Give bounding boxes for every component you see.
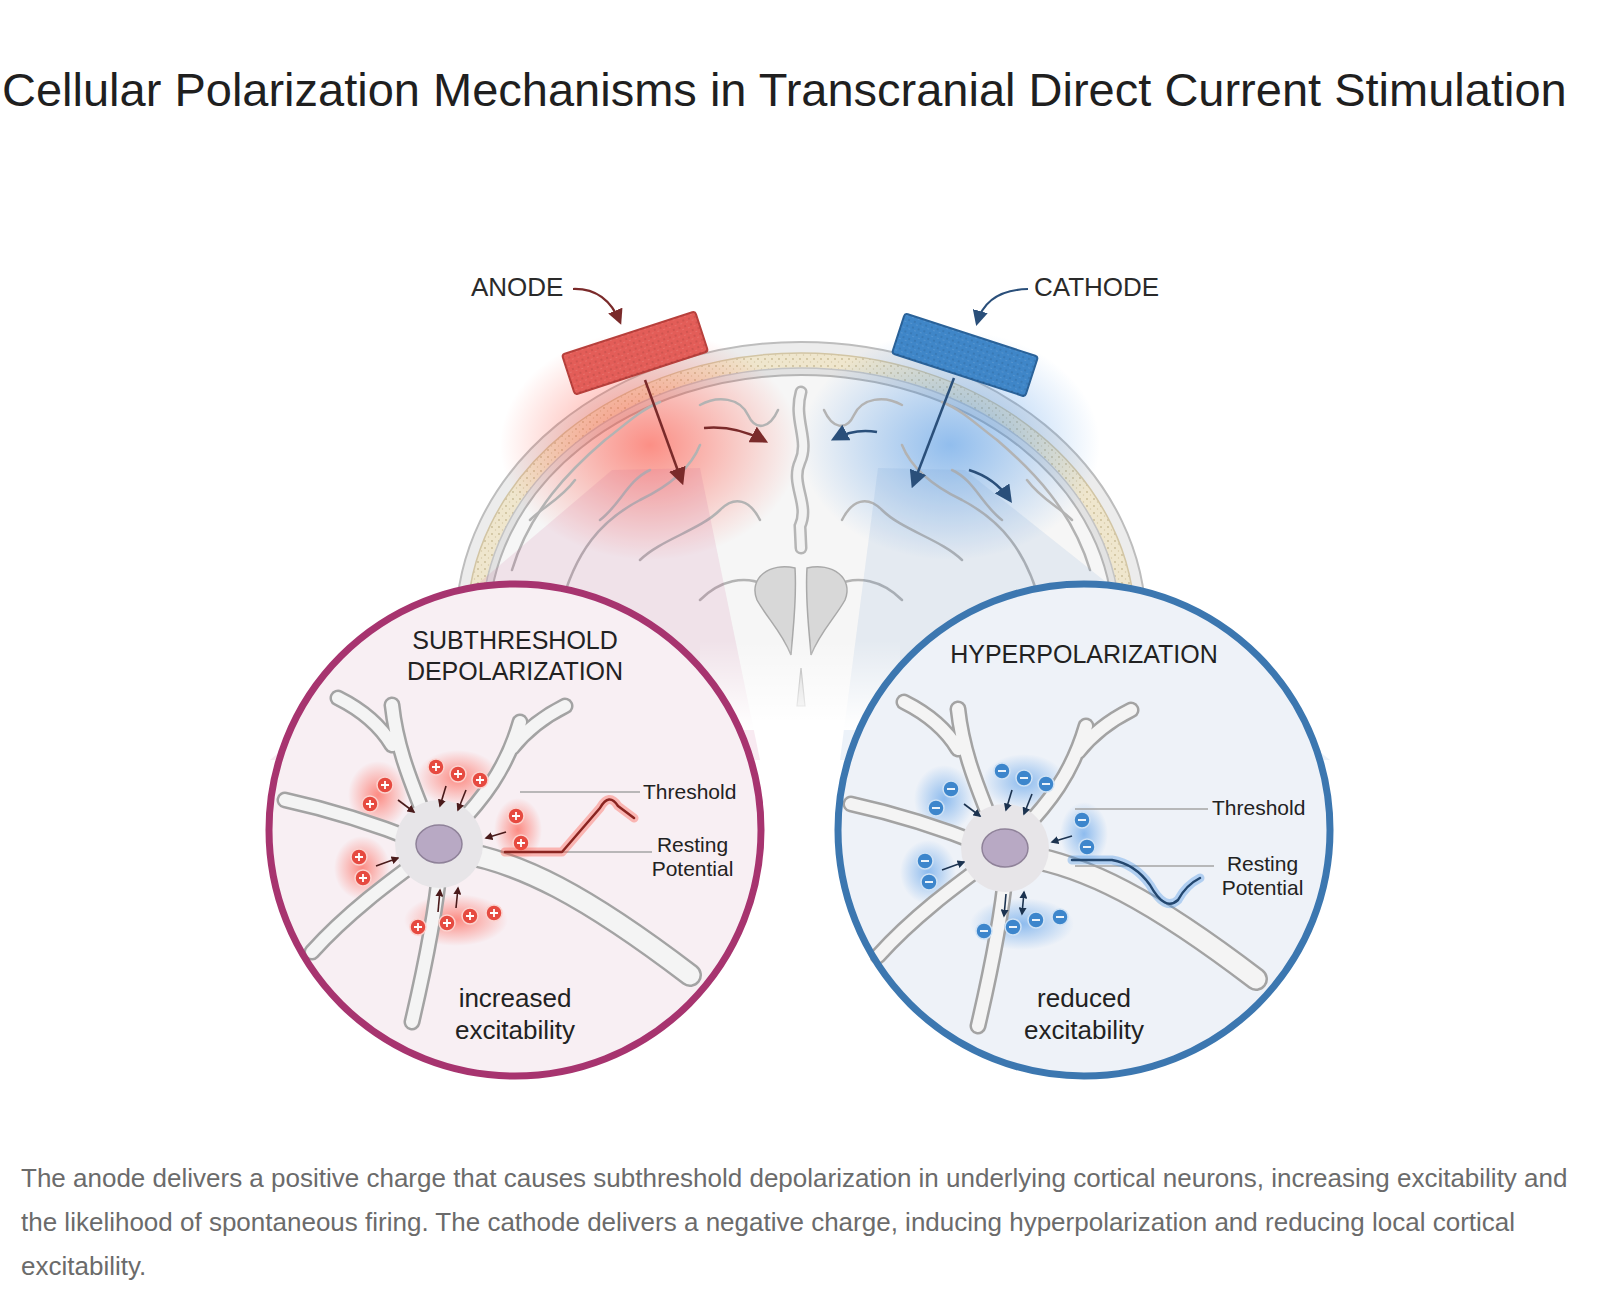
node-text: SUBTHRESHOLD DEPOLARIZATION	[365, 625, 665, 687]
cathode-electrode: CATHODE	[890, 308, 1040, 400]
node-text: Threshold	[1212, 796, 1322, 820]
electrode-pad	[892, 313, 1038, 396]
node-text: HYPERPOLARIZATION	[934, 639, 1234, 670]
node-text: Resting Potential	[645, 833, 740, 881]
current-arrows	[645, 378, 1010, 500]
membrane-potential-trace	[505, 799, 1200, 903]
node-text: increased excitability	[430, 982, 600, 1046]
zoom-circle-border	[838, 584, 1330, 1076]
electrode-pad	[562, 311, 708, 394]
diagram-title: Cellular Polarization Mechanisms in Tran…	[2, 54, 1598, 126]
longitudinal-fissure	[797, 392, 803, 548]
ion-flow-arrows	[376, 786, 506, 912]
anode-electrode: ANODE	[560, 308, 710, 400]
depolarization-zoom-circle: SUBTHRESHOLD DEPOLARIZATION ThresholdRest…	[265, 580, 765, 1080]
zoom-circle-fill	[269, 584, 761, 1076]
zoom-circle-border	[269, 584, 761, 1076]
node-text: ANODE	[471, 272, 591, 302]
positive-charges	[351, 759, 529, 935]
node-text: Threshold	[643, 780, 753, 804]
electrode-texture	[892, 313, 1038, 396]
ion-flow-arrows	[942, 790, 1072, 916]
leader-lines	[520, 792, 1214, 866]
label-pointer	[977, 289, 1028, 323]
node-text: reduced excitability	[999, 982, 1169, 1046]
zoom-circle-fill	[838, 584, 1330, 1076]
depolarized-neuron	[285, 698, 690, 1022]
hyperpolarized-neuron	[851, 702, 1256, 1026]
node-text: CATHODE	[1034, 272, 1184, 302]
negative-charges	[917, 763, 1095, 939]
electrode-texture	[562, 311, 708, 394]
hyperpolarization-zoom-circle: HYPERPOLARIZATION ThresholdResting Potent…	[834, 580, 1334, 1080]
node-outline	[560, 308, 710, 400]
label-pointer	[573, 289, 620, 322]
node-outline	[890, 308, 1040, 400]
figure-caption: The anode delivers a positive charge tha…	[21, 1156, 1589, 1288]
node-text: Resting Potential	[1215, 852, 1310, 900]
